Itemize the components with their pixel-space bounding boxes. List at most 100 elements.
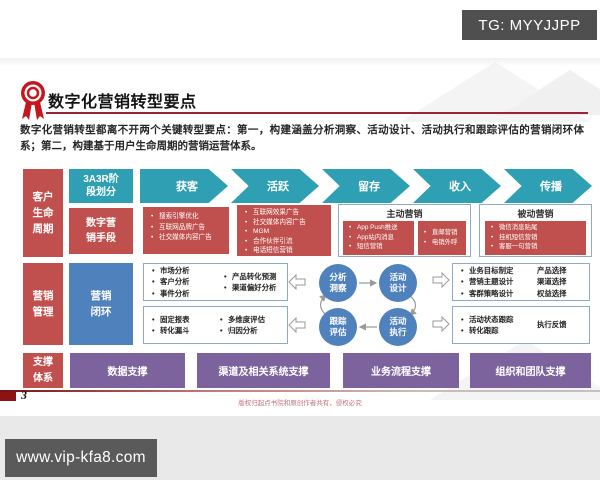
flow-arrow-left-icon (288, 316, 306, 338)
bullet-item: 电话短信营销 (243, 246, 329, 256)
passive-marketing-box: 被动营销 微信消息贴尾 挂机短信营销 客服一句营销 (479, 204, 592, 257)
bullet-item: 转化跟踪 (459, 325, 537, 337)
stage-arrow-acquire: 获客 (140, 169, 228, 203)
bullet-item: 客服一句营销 (489, 242, 585, 252)
intro-paragraph: 数字化营销转型都离不开两个关键转型要点：第一，构建涵盖分析洞察、活动设计、活动执… (20, 124, 584, 153)
bullet-item: 渠道偏好分析 (222, 282, 286, 294)
active-marketing-box: 主动营销 App Push推送 App站内消息 短信营销 直邮营销 电销外呼 (338, 204, 471, 257)
bullet-item: 挂机短信营销 (489, 233, 585, 243)
bullet-item: 营销主题设计 (459, 276, 537, 288)
bullet-item: App Push推送 (347, 223, 413, 233)
site-url-text: www.vip-kfa8.com (16, 449, 146, 466)
bullet-item: 活动状态跟踪 (459, 314, 537, 326)
stage-label: 收入 (449, 181, 471, 193)
bullet-item: 归因分析 (218, 325, 284, 337)
stage-label: 留存 (358, 181, 380, 193)
target-box: 业务目标制定 营销主题设计 客群策略设计 产品选择 渠道选择 权益选择 (452, 263, 590, 301)
footer-rule (0, 390, 600, 392)
row-label-management-text: 营销管理 (32, 289, 54, 318)
slide-title: 数字化营销转型要点 (48, 94, 197, 111)
bullet-item: 直邮营销 (422, 228, 458, 238)
side-item: 权益选择 (537, 288, 567, 298)
bullet-item: 事件分析 (150, 288, 216, 300)
active-marketing-group2: 直邮营销 电销外呼 (417, 221, 466, 255)
medal-icon (18, 78, 48, 124)
site-url-box: www.vip-kfa8.com (5, 439, 157, 477)
target-box-side: 产品选择 渠道选择 权益选择 (537, 265, 567, 299)
tg-badge: TG: MYYJJPP (462, 10, 597, 40)
stage-label: 传播 (540, 181, 562, 193)
methods-header-box: 数字营销手段 (69, 208, 133, 254)
page-number-block (0, 392, 16, 401)
bullet-item: App站内消息 (347, 233, 413, 243)
cycle-node-evaluate: 跟踪评估 (319, 308, 357, 346)
page-number: 3 (21, 388, 27, 402)
loop-label-box: 营销闭环 (69, 263, 133, 345)
bullet-item: 产品转化预测 (222, 271, 286, 283)
copyright-text: 版权归起点书院和原创作者共有，侵权必究 (238, 400, 362, 407)
stage-arrow-revenue: 收入 (413, 169, 501, 203)
cycle-node-label: 跟踪评估 (329, 316, 347, 337)
stage-header-box: 3A3R阶段划分 (69, 169, 133, 203)
cycle-node-insight: 分析洞察 (319, 264, 357, 302)
acquire-methods-box: 搜索引擎优化 互联网品牌广告 社交媒体内容广告 (143, 207, 229, 254)
title-underline (46, 112, 588, 114)
bullet-item: 合作伙伴引流 (243, 237, 329, 247)
support-box-process: 业务流程支撑 (343, 353, 459, 388)
bullet-item: 转化漏斗 (150, 325, 212, 337)
slide-top-shade (0, 58, 600, 66)
cycle-node-label: 活动执行 (389, 316, 407, 337)
bullet-item: MGM (243, 227, 329, 237)
bullet-item: 社交媒体内容广告 (243, 218, 329, 228)
watermark-triangle (500, 70, 600, 115)
bullet-item: 市场分析 (150, 265, 216, 277)
side-item: 产品选择 (537, 265, 567, 275)
support-box-data: 数据支撑 (70, 353, 185, 388)
stage-arrows: 获客 活跃 留存 收入 传播 (140, 169, 592, 203)
row-label-support: 支撑体系 (23, 353, 63, 388)
row-label-lifecycle: 客户生命周期 (23, 169, 63, 257)
passive-marketing-title: 被动营销 (517, 209, 554, 219)
cycle-node-execute: 活动执行 (379, 308, 417, 346)
bullet-item: 固定报表 (150, 314, 212, 326)
tracking-box-side: 执行反馈 (537, 319, 567, 330)
side-item: 渠道选择 (537, 277, 567, 287)
cycle-node-label: 分析洞察 (329, 272, 347, 293)
row-label-lifecycle-text: 客户生命周期 (32, 190, 54, 236)
stage-arrow-spread: 传播 (504, 169, 592, 203)
stage-label: 活跃 (267, 181, 289, 193)
bullet-item: 搜索引擎优化 (149, 212, 227, 223)
flow-arrow-left-icon (288, 273, 306, 295)
active-methods-box: 互联网效果广告 社交媒体内容广告 MGM 合作伙伴引流 电话短信营销 (237, 205, 331, 256)
row-label-management: 营销管理 (23, 263, 63, 345)
stage-arrow-active: 活跃 (231, 169, 319, 203)
support-box-channel: 渠道及相关系统支撑 (197, 353, 330, 388)
analysis-box: 市场分析 客户分析 事件分析 产品转化预测 渠道偏好分析 (143, 263, 288, 301)
report-box: 固定报表 转化漏斗 多维度评估 归因分析 (143, 306, 288, 344)
methods-header-text: 数字营销手段 (86, 217, 116, 245)
bullet-item: 客户分析 (150, 276, 216, 288)
row-label-support-text: 支撑体系 (33, 357, 53, 384)
bullet-item: 互联网效果广告 (243, 208, 329, 218)
bullet-item: 互联网品牌广告 (149, 223, 227, 234)
bullet-item: 社交媒体内容广告 (149, 233, 227, 244)
active-marketing-group1: App Push推送 App站内消息 短信营销 (343, 221, 414, 255)
side-item: 执行反馈 (537, 320, 567, 330)
stage-header-text: 3A3R阶段划分 (83, 174, 119, 198)
cycle-node-label: 活动设计 (389, 272, 407, 293)
support-box-org: 组织和团队支撑 (470, 353, 591, 388)
bullet-item: 微信消息贴尾 (489, 223, 585, 233)
flow-arrow-right-icon (432, 271, 450, 293)
cycle-node-design: 活动设计 (379, 264, 417, 302)
stage-label: 获客 (176, 181, 198, 193)
flow-arrow-right-icon (432, 315, 450, 337)
loop-label-text: 营销闭环 (90, 289, 112, 318)
bullet-item: 短信营销 (347, 242, 413, 252)
tg-badge-text: TG: MYYJJPP (478, 16, 581, 34)
bullet-item: 客群策略设计 (459, 288, 537, 300)
closed-loop-cycle: 分析洞察 活动设计 跟踪评估 活动执行 (304, 262, 432, 346)
bullet-item: 业务目标制定 (459, 265, 537, 277)
active-marketing-title: 主动营销 (386, 209, 423, 219)
passive-marketing-items: 微信消息贴尾 挂机短信营销 客服一句营销 (485, 221, 586, 255)
